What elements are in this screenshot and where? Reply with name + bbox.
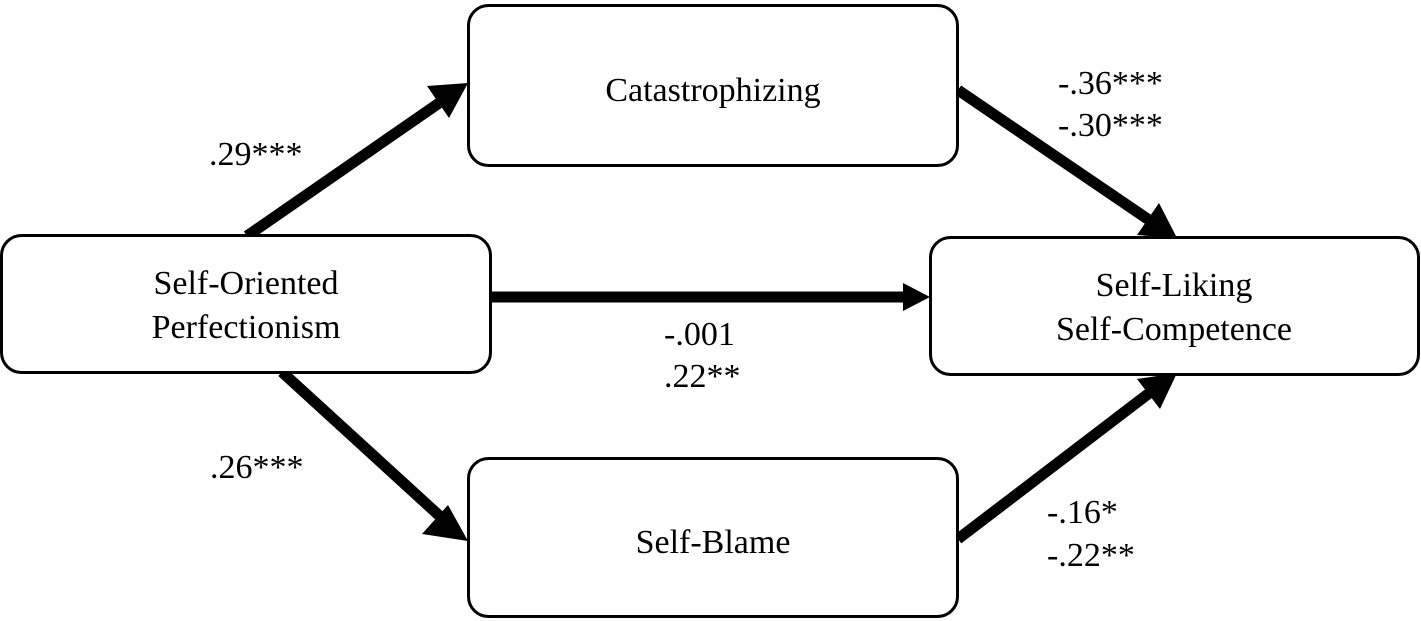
edge-self-blame-to-outcome <box>954 373 1177 544</box>
coef-predictor-to-self-blame: .26*** <box>210 449 304 486</box>
edge-predictor-to-outcome <box>490 283 930 311</box>
node-label: Catastrophizing <box>605 72 820 109</box>
node-label-line-1: Self-Liking <box>1096 267 1253 304</box>
node-label: Self-Blame <box>636 524 791 561</box>
coef-direct-path-2: .22** <box>664 358 741 395</box>
node-catastrophizing: Catastrophizing <box>467 4 959 167</box>
node-label-line-2: Perfectionism <box>152 309 341 346</box>
coef-direct-path-1: -.001 <box>664 316 735 353</box>
coef-self-blame-to-outcome-2: -.22** <box>1047 537 1135 574</box>
edge-predictor-to-self-blame <box>278 367 468 541</box>
node-self-oriented-perfectionism: Self-Oriented Perfectionism <box>0 234 492 374</box>
coef-self-blame-to-outcome-1: -.16* <box>1047 494 1118 531</box>
coef-catastrophizing-to-outcome-2: -.30*** <box>1058 107 1163 144</box>
edge-catastrophizing-to-outcome <box>954 85 1177 238</box>
node-label-line-1: Self-Oriented <box>153 265 338 302</box>
node-self-liking-self-competence: Self-Liking Self-Competence <box>929 236 1420 376</box>
node-label-line-2: Self-Competence <box>1056 311 1292 348</box>
edge-predictor-to-catastrophizing <box>243 83 468 241</box>
coef-predictor-to-catastrophizing: .29*** <box>209 136 303 173</box>
coef-catastrophizing-to-outcome-1: -.36*** <box>1058 65 1163 102</box>
node-self-blame: Self-Blame <box>467 457 959 618</box>
